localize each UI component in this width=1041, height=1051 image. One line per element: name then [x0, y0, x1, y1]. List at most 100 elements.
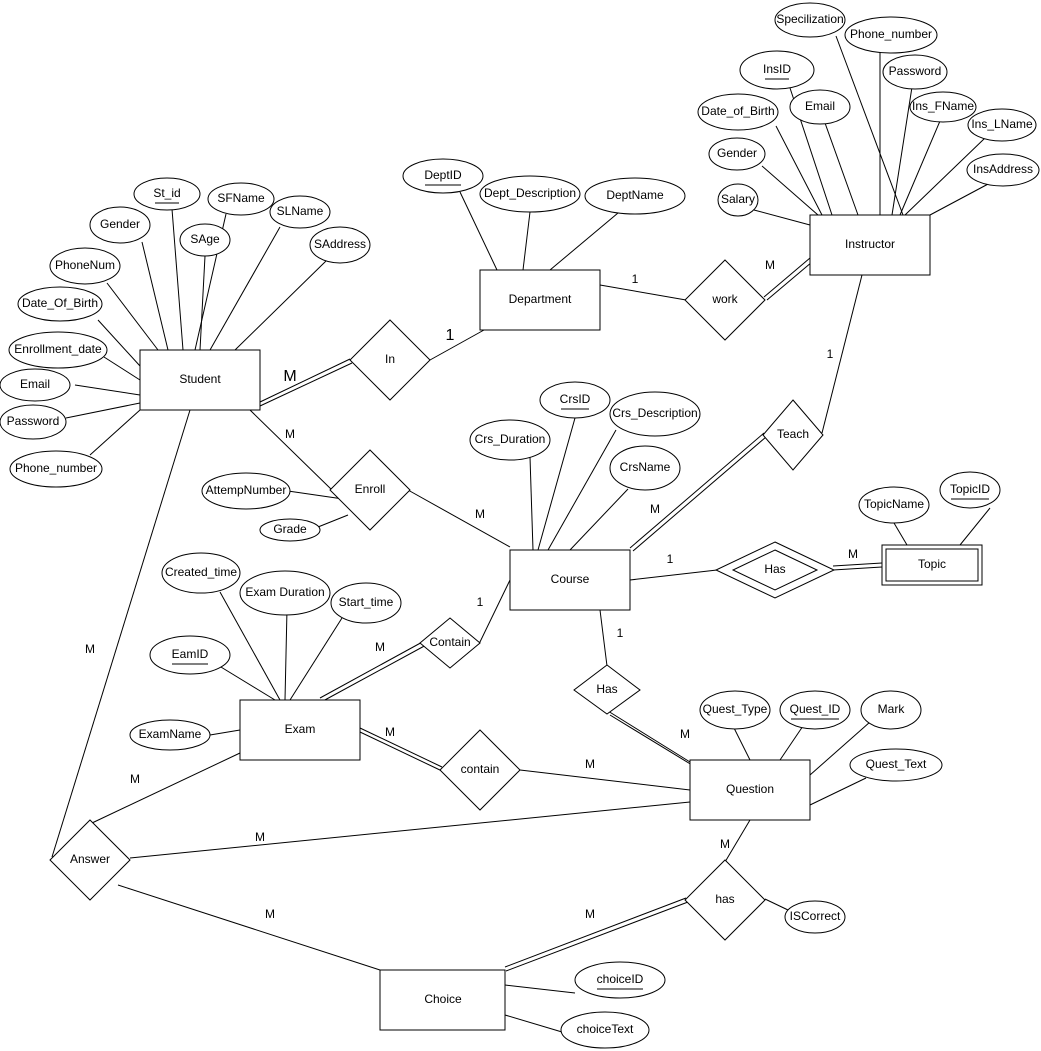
date-of-birth-st-attr: [17, 286, 103, 322]
salary-label: Salary: [721, 192, 755, 206]
start-time-label: Start_time: [339, 595, 394, 609]
instructor-entity: [809, 214, 931, 276]
choice-entity: [379, 969, 506, 1031]
question-entity: [689, 759, 811, 821]
email-st-label: Email: [20, 377, 50, 391]
topic-label: Topic: [918, 557, 946, 571]
slname-attr: [269, 195, 331, 229]
crsname-attr: [609, 445, 681, 491]
card-student-enroll: M: [285, 427, 295, 441]
has-choice-label: has: [715, 892, 734, 906]
topicid-label: TopicID: [950, 482, 990, 496]
card-answer-choice: M: [265, 907, 275, 921]
crs-duration-attr: [469, 419, 551, 461]
enrollment-date-attr: [8, 331, 108, 369]
enroll-label: Enroll: [355, 482, 386, 496]
slname-label: SLName: [277, 204, 324, 218]
password-st-label: Password: [7, 414, 60, 428]
instructor-label: Instructor: [845, 237, 895, 251]
exam-duration-label: Exam Duration: [245, 585, 324, 599]
crs-description-label: Crs_Description: [612, 406, 697, 420]
sfname-attr: [207, 182, 275, 216]
ins-lname-label: Ins_LName: [971, 117, 1033, 131]
mark-label: Mark: [878, 702, 906, 716]
specilization-attr: [774, 2, 846, 38]
card-course-has-topic: 1: [667, 552, 674, 566]
quest-text-label: Quest_Text: [866, 757, 927, 771]
contain-exam-relationship: [439, 729, 521, 811]
gender-st-label: Gender: [100, 217, 140, 231]
insid-attr: [739, 50, 815, 90]
phone-number-ins-attr: [844, 16, 938, 54]
card-enroll-course: M: [475, 507, 485, 521]
specilization-label: Specilization: [776, 12, 843, 26]
card-question-answer: M: [255, 830, 265, 844]
course-entity: [509, 549, 631, 611]
password-ins-label: Password: [889, 64, 942, 78]
card-contain-question: M: [585, 757, 595, 771]
insaddress-attr: [966, 153, 1040, 187]
card-instructor-teach: 1: [827, 347, 834, 361]
contain-course-relationship: [419, 617, 481, 669]
exam-duration-attr: [239, 570, 331, 616]
key-underlines: [155, 78, 989, 990]
student-label: Student: [179, 372, 221, 386]
mark-attr: [860, 690, 922, 730]
in-label: In: [385, 352, 395, 366]
card-exam-answer: M: [130, 772, 140, 786]
department-entity: [479, 269, 601, 331]
dept-description-attr: [479, 175, 581, 213]
card-work-instructor: M: [765, 258, 775, 272]
phonenum-label: PhoneNum: [55, 258, 115, 272]
deptname-label: DeptName: [606, 188, 664, 202]
exam-label: Exam: [285, 722, 316, 736]
topic-entity-inner: [885, 548, 979, 582]
date-of-birth-ins-attr: [697, 93, 779, 131]
phone-number-st-attr: [9, 450, 103, 488]
card-department-work: 1: [632, 272, 639, 286]
work-relationship: [684, 259, 766, 341]
deptname-attr: [584, 177, 686, 215]
enroll-relationship: [329, 449, 411, 531]
created-time-label: Created_time: [165, 565, 237, 579]
eamid-attr: [149, 635, 231, 675]
has-choice-relationship: [684, 859, 766, 941]
created-time-attr: [161, 552, 241, 594]
card-student-answer: M: [85, 642, 95, 656]
has-question-label: Has: [596, 682, 617, 696]
password-ins-attr: [882, 54, 948, 90]
crsid-attr: [539, 381, 611, 419]
grade-label: Grade: [273, 522, 307, 536]
dept-description-label: Dept_Description: [484, 186, 576, 200]
saddress-label: SAddress: [314, 237, 366, 251]
insid-label: InsID: [763, 62, 791, 76]
card-in-department: 1: [446, 327, 455, 344]
contain-course-label: Contain: [429, 635, 470, 649]
email-ins-label: Email: [805, 99, 835, 113]
choicetext-label: choiceText: [577, 1022, 634, 1036]
examname-label: ExamName: [139, 727, 202, 741]
sage-attr: [179, 223, 231, 257]
phonenum-attr: [49, 247, 121, 285]
teach-label: Teach: [777, 427, 809, 441]
saddress-attr: [309, 226, 371, 264]
card-student-in: M: [283, 368, 296, 385]
question-label: Question: [726, 782, 774, 796]
connector-lines: [51, 35, 991, 1033]
quest-type-attr: [699, 690, 771, 730]
work-label: work: [711, 292, 738, 306]
teach-relationship: [762, 399, 824, 471]
department-label: Department: [509, 292, 572, 306]
course-label: Course: [551, 572, 590, 586]
choice-label: Choice: [424, 992, 462, 1006]
gender-ins-attr: [708, 137, 766, 171]
card-exam-contain: M: [385, 725, 395, 739]
insaddress-label: InsAddress: [973, 162, 1033, 176]
email-st-attr: [0, 368, 71, 402]
contain-exam-label: contain: [461, 762, 500, 776]
start-time-attr: [330, 582, 402, 624]
quest-text-attr: [849, 748, 943, 782]
has-topic-relationship-inner: [731, 549, 819, 591]
st-id-label: St_id: [153, 186, 180, 200]
